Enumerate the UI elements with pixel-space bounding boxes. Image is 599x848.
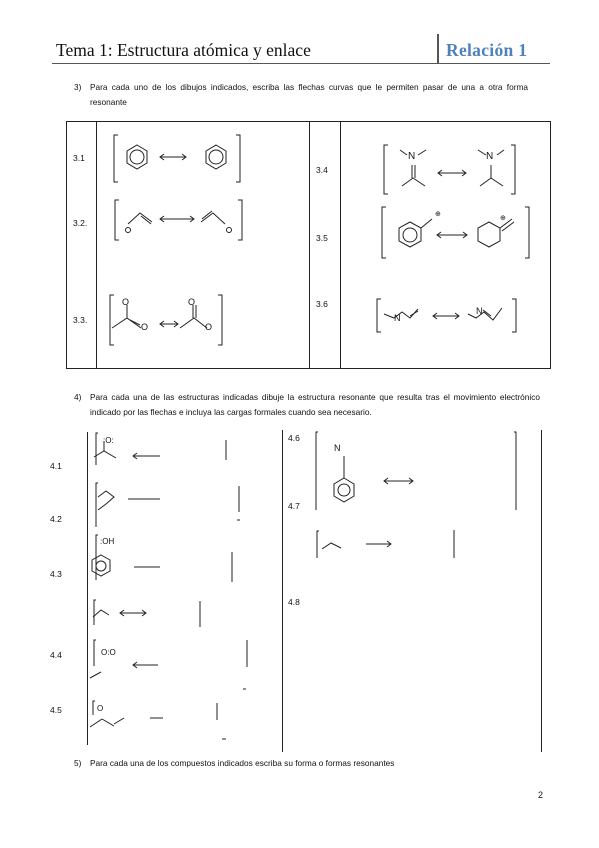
label-4-7: 4.7 — [288, 501, 300, 511]
structure-4-5 — [89, 700, 226, 740]
atom-oh-4-3: :OH — [100, 537, 115, 546]
label-3-6: 3.6 — [316, 299, 328, 309]
structure-3-1 — [113, 134, 241, 183]
structure-3-5 — [381, 206, 530, 259]
structure-3-3 — [109, 294, 223, 346]
header-separator — [437, 34, 439, 63]
label-3-2: 3.2. — [73, 218, 88, 228]
question-3-text: Para cada uno de los dibujos indicados, … — [90, 82, 528, 107]
question-4-text: Para cada una de las estructuras indicad… — [90, 392, 540, 417]
label-3-5: 3.5 — [316, 233, 328, 243]
structure-3-4 — [383, 144, 516, 195]
label-4-8: 4.8 — [288, 597, 300, 607]
label-4-6: 4.6 — [288, 433, 300, 443]
label-3-3: 3.3. — [73, 315, 88, 325]
atom-n-3-6b: N — [476, 306, 483, 316]
label-4-3: 4.3 — [50, 569, 62, 579]
charge-3-5a: ⊕ — [435, 211, 441, 218]
page-number: 2 — [538, 790, 544, 800]
atom-n-3-6a: N — [394, 313, 401, 323]
header-rule — [52, 63, 550, 64]
structure-3-6 — [376, 298, 517, 333]
atom-n-4-6: N — [334, 443, 341, 453]
label-4-2: 4.2 — [50, 514, 62, 524]
relation-label: Relación 1 — [446, 40, 528, 60]
label-4-4: 4.4 — [50, 650, 62, 660]
atom-o-3-3d: O — [205, 322, 213, 332]
structure-4-3b — [92, 599, 201, 627]
atom-o-4-4: O:O — [101, 648, 116, 657]
structure-4-2 — [95, 482, 240, 527]
structure-4-3 — [91, 534, 233, 582]
atom-n-3-4b: N — [486, 151, 494, 162]
atom-o-4-1: :O: — [103, 436, 114, 445]
structure-4-6 — [315, 431, 517, 510]
structure-4-4 — [89, 639, 248, 690]
structure-3-2 — [114, 199, 243, 241]
atom-o-4-5: O — [97, 704, 104, 713]
question-3-number: 3) — [74, 82, 82, 92]
charge-3-5b: ⊕ — [500, 215, 506, 222]
atom-o-3-3a: O — [122, 297, 130, 307]
question-5-number: 5) — [74, 758, 82, 768]
atom-o-3-3b: O — [141, 322, 149, 332]
structure-4-7 — [316, 530, 455, 558]
label-4-5: 4.5 — [50, 705, 62, 715]
label-3-4: 3.4 — [316, 165, 328, 175]
atom-n-3-4a: N — [408, 151, 416, 162]
question-4-number: 4) — [74, 392, 82, 402]
page-title: Tema 1: Estructura atómica y enlace — [56, 40, 311, 60]
label-4-1: 4.1 — [50, 461, 62, 471]
q3-table-border — [66, 121, 551, 369]
atom-o-3-3c: O — [188, 297, 196, 307]
structure-4-1 — [93, 432, 227, 465]
question-5-text: Para cada una de los compuestos indicado… — [90, 758, 395, 768]
label-3-1: 3.1 — [73, 153, 85, 163]
